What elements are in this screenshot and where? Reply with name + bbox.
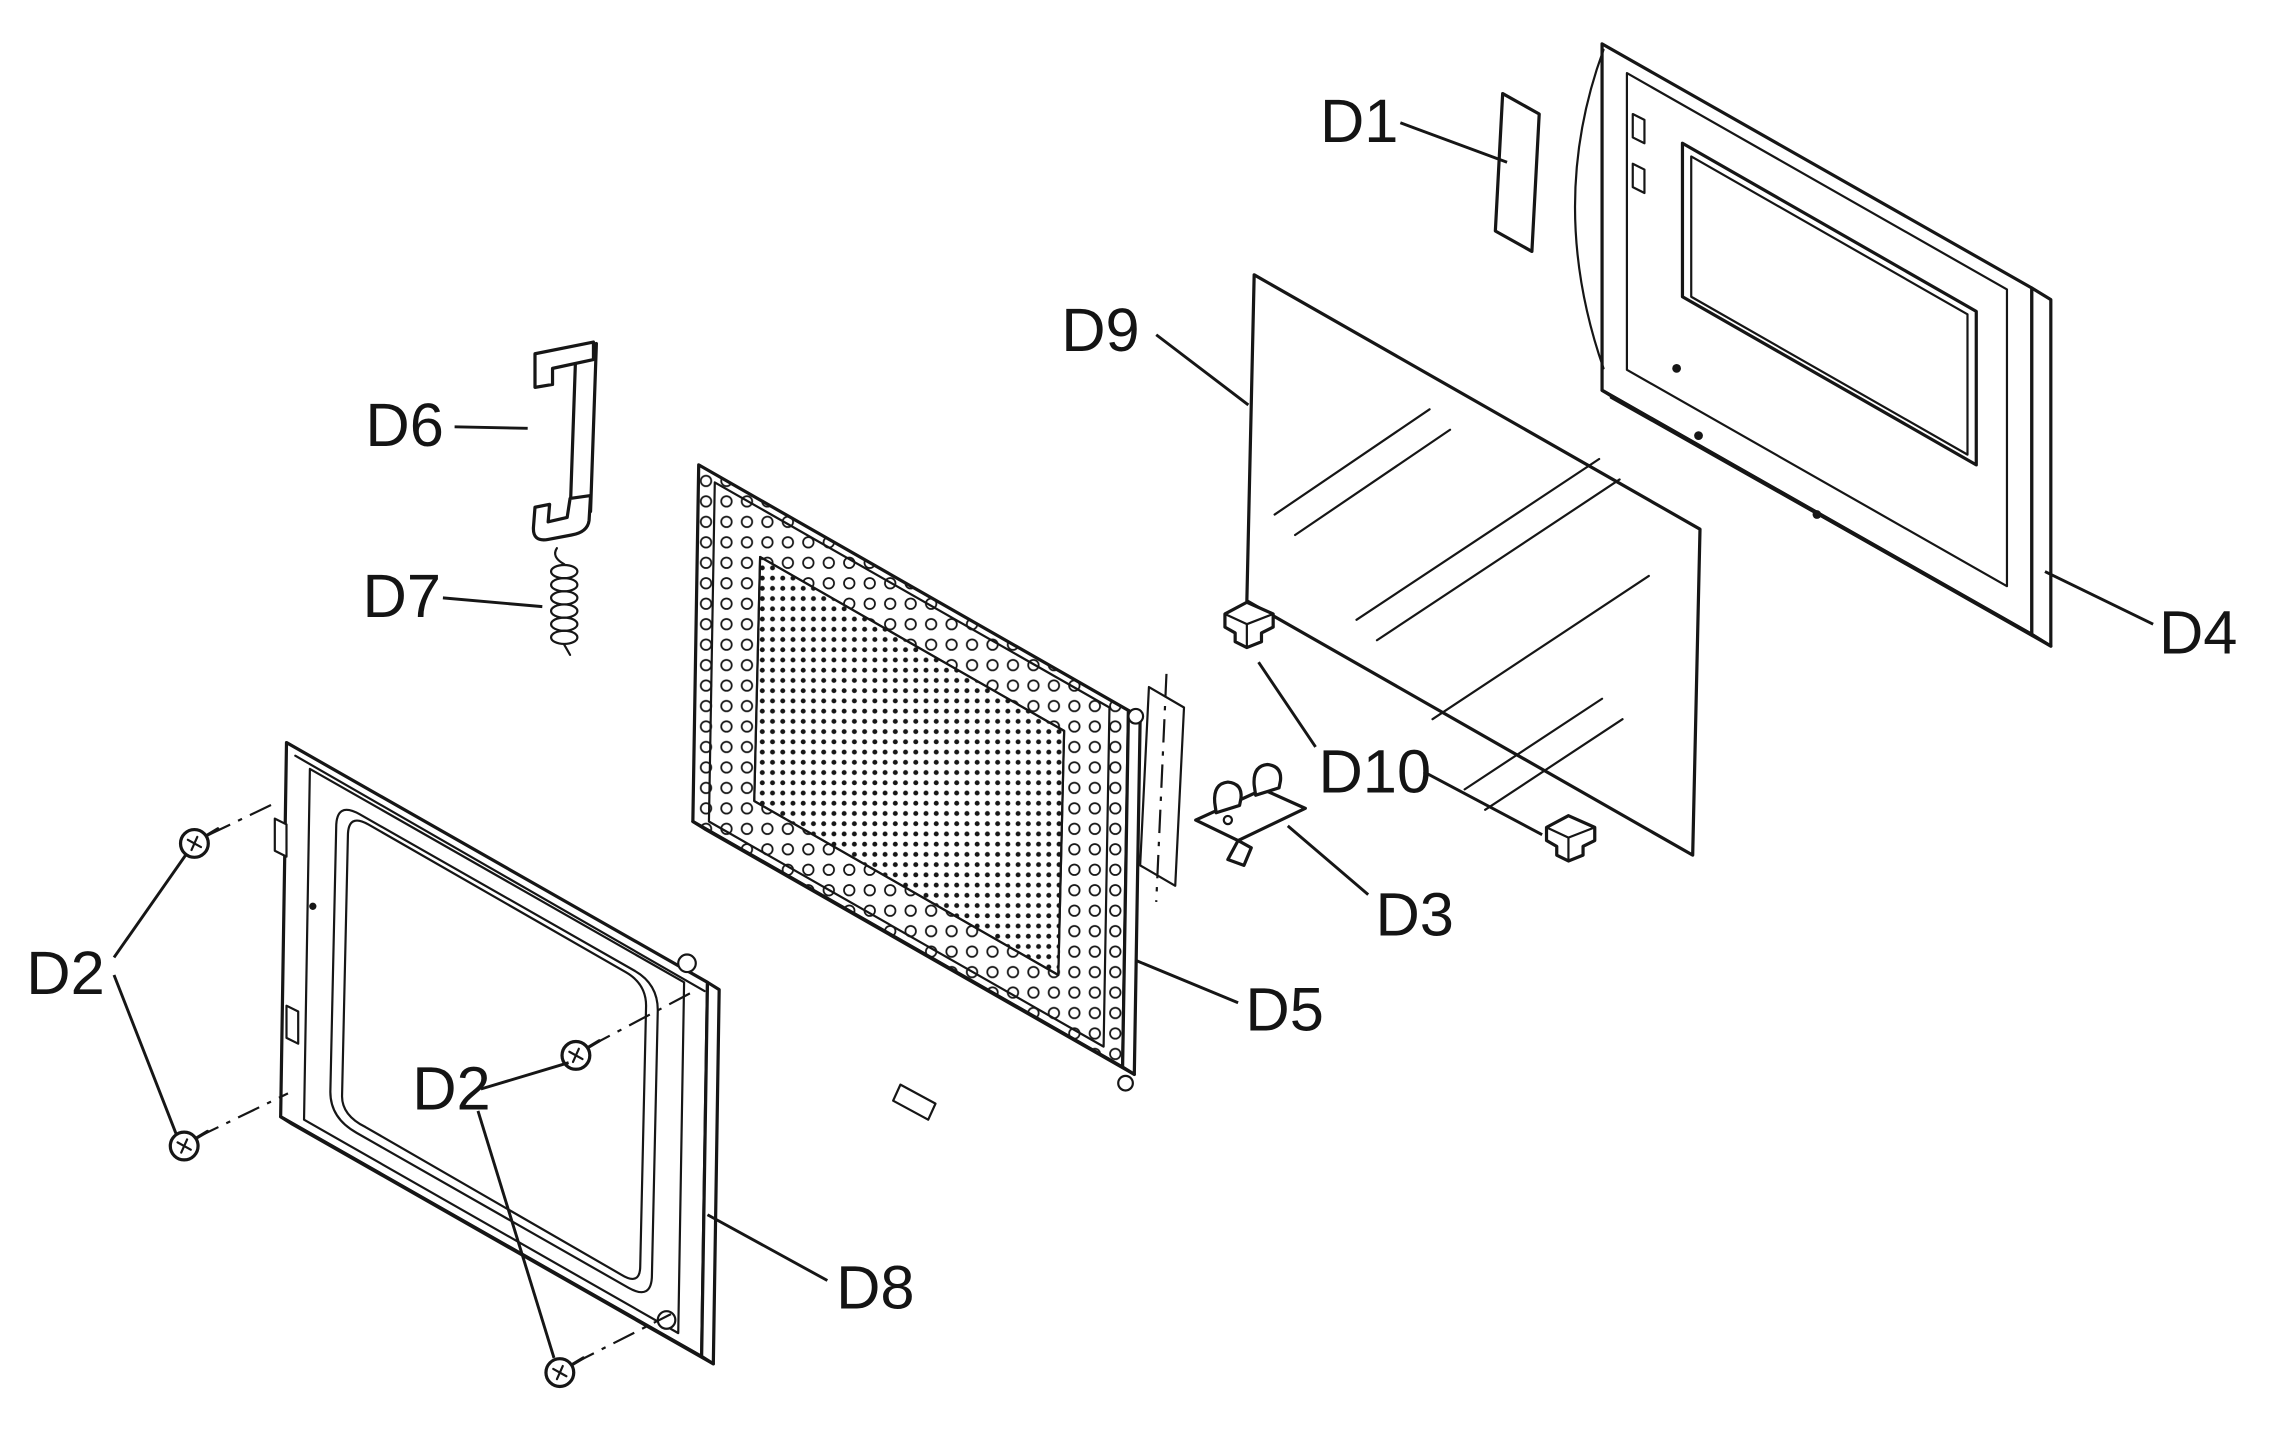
glass-reflection-lines [1273,408,1650,811]
leader-lines [112,121,2154,1359]
latch-mounting-plate [1139,673,1186,902]
hinge-tab-top [273,817,288,858]
pin-top-right [677,953,697,974]
part-d9-glass [1245,273,1702,857]
hinge-pin-top [1127,707,1145,725]
label-d9: D9 [1061,296,1139,365]
label-d1: D1 [1320,87,1398,156]
hinge-pin-bottom [1117,1074,1134,1092]
part-d1-strip [1493,91,1541,254]
part-d4-door-frame [1574,42,2053,648]
part-d3-latch [1194,762,1307,867]
label-d5: D5 [1245,976,1323,1045]
hinge-tab-bottom [285,1004,300,1045]
bottom-tab [892,1083,937,1121]
label-d4: D4 [2159,598,2237,667]
part-d5-choke-panel [687,459,1146,1121]
part-d7-spring [549,547,579,656]
part-d8-door-panel [273,740,721,1366]
label-d8: D8 [836,1253,914,1322]
part-d6-hook-bracket [531,340,598,542]
label-d2-left: D2 [26,939,104,1008]
label-d2-mid: D2 [412,1054,490,1123]
screw-axis-lines [196,801,695,1365]
label-d7: D7 [363,562,441,631]
part-d10-clip-1 [1223,600,1275,650]
label-d3: D3 [1375,881,1453,950]
label-d10: D10 [1318,737,1431,806]
label-d6: D6 [365,391,443,460]
part-d10-clip-2 [1544,814,1597,863]
